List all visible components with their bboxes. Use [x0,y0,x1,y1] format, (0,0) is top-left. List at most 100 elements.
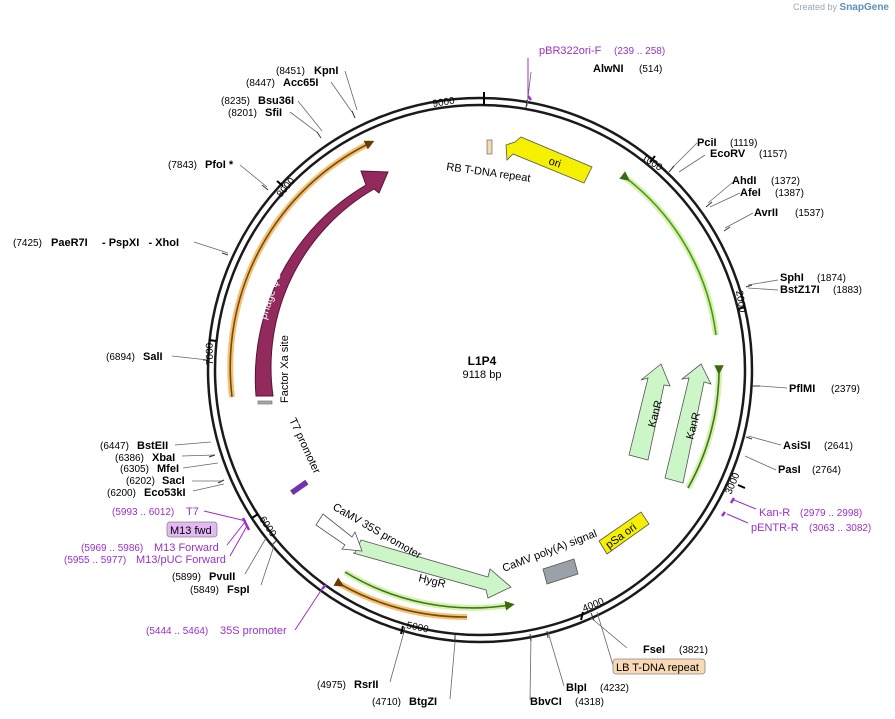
site-alwni-name: AlwNI [593,63,624,75]
primer-m13puc-range: (5955 .. 5977) [64,555,126,566]
site-bsu36i-name: Bsu36I [258,95,294,107]
site-paer7i-name: PaeR7I [51,237,88,249]
site-asisi-pos: (2641) [824,441,853,452]
t7-promoter-box [290,479,309,496]
orf-arc-kanr2-line [687,365,724,489]
site-paer7i-pos: (7425) [13,238,42,249]
rb-repeat-label: RB T-DNA repeat [446,161,532,185]
site-avrii-name: AvrII [754,207,778,219]
site-sphi-name: SphI [780,272,804,284]
site-pcii-pos: (1119) [730,138,757,149]
site-eco53ki-pos: (6200) [107,488,136,499]
site-leader-lines [171,70,788,701]
site-bsteii-name: BstEII [137,440,168,452]
site-pvuii-name: PvuII [209,571,235,583]
site-ecorv-name: EcoRV [710,148,746,160]
m13-fwd-label: M13 fwd [170,525,212,537]
primer-pbr322ori-f-range: (239 .. 258) [614,46,665,57]
primer-m13fwd-range: (5969 .. 5986) [81,543,143,554]
primer-labels: pBR322ori-F (239 .. 258) Kan-R (2979 .. … [64,45,871,637]
site-alwni-pos: (514) [639,64,662,75]
site-btgzi-name: BtgZI [409,696,437,708]
rb-repeat-box [486,139,493,155]
site-ticks [203,99,760,642]
camv-35s-promoter-arrow [315,513,363,552]
site-sphi-pos: (1874) [817,273,846,284]
site-asisi-name: AsiSI [783,440,811,452]
ruler-label-6000: 6000 [257,515,279,540]
site-xbai-pos: (6386) [115,453,144,464]
site-mfei-name: MfeI [157,463,179,475]
site-sfii-name: SfiI [265,107,282,119]
site-blpi-name: BlpI [566,682,587,694]
site-saci-pos: (6202) [126,476,155,487]
site-pfoi-name: PfoI * [205,159,234,171]
sites-left: (4710) BtgZI (4975) RsrII (5849) FspI (5… [13,65,437,708]
backbone-outer [206,96,754,644]
site-bbvci-pos: (4318) [575,697,604,708]
ruler-label-2000: 2000 [733,290,748,314]
site-ahdi-name: AhdI [732,175,756,187]
primer-35s-name: 35S promoter [220,625,287,637]
site-fspi-pos: (5849) [190,585,219,596]
plasmid-name: L1P4 [468,354,497,368]
site-bsteii-pos: (6447) [100,441,129,452]
orf-arc-orange-left [227,140,372,398]
orf-arc-orange-low-line [333,577,468,618]
site-rsrii-pos: (4975) [317,680,346,691]
integrase-feature-arrow [254,170,389,397]
sites-right: AlwNI (514) PciI (1119) EcoRV (1157) Ahd… [530,63,862,708]
brand-name: SnapGene [839,2,889,13]
site-blpi-pos: (4232) [600,683,629,694]
ruler-label-1000: 1000 [639,152,664,174]
site-xbai-name: XbaI [152,452,175,464]
site-bstz17i-name: BstZ17I [780,284,820,296]
orf-arc-kanr-line [619,171,717,336]
site-pvuii-pos: (5899) [172,572,201,583]
kanr-arrow-2 [664,363,712,484]
site-pspxi-xhoi-name: - PspXI - XhoI [102,237,179,249]
primer-m13fwd-name: M13 Forward [154,542,219,554]
ruler-label-7000: 7000 [205,342,216,365]
site-acc65i-name: Acc65I [283,77,318,89]
site-btgzi-pos: (4710) [372,697,401,708]
ruler-label-5000: 5000 [405,620,429,635]
site-fsei-pos: (3821) [679,645,708,656]
site-ahdi-pos: (1372) [771,176,800,187]
ruler-ticks [208,92,746,635]
backbone-inner [213,103,747,637]
site-mfei-pos: (6305) [120,464,149,475]
hygr-arrow [352,539,512,599]
site-pflmi-pos: (2379) [831,384,860,395]
site-acc65i-pos: (8447) [246,78,275,89]
site-pasi-name: PasI [778,464,801,476]
site-sali-name: SalI [143,351,163,363]
site-bbvci-name: BbvCI [530,696,562,708]
site-rsrii-name: RsrII [354,679,378,691]
site-afei-name: AfeI [740,187,761,199]
site-sfii-pos: (8201) [228,108,257,119]
site-kpni-name: KpnI [314,65,338,77]
brand-prefix: Created by [792,2,838,12]
t7-promoter-label: T7 promoter [286,416,322,476]
primer-pbr322ori-f-name: pBR322ori-F [539,45,602,57]
orf-arc-kanr [624,175,719,336]
m13-fwd-box [166,521,218,538]
site-eco53ki-name: Eco53kI [144,487,186,499]
primer-kan-r-range: (2979 .. 2998) [800,508,862,519]
ruler-label-9000: 9000 [432,96,456,110]
site-fspi-name: FspI [227,584,250,596]
snapgene-brand: Created by SnapGene [793,2,889,13]
site-fsei-name: FseI [643,644,665,656]
primer-kan-r-name: Kan-R [759,507,790,519]
site-saci-name: SacI [162,475,185,487]
ori-feature-arrow [505,136,593,184]
primer-pentr-r-range: (3063 .. 3082) [809,523,871,534]
ruler-label-3000: 3000 [724,471,743,496]
primer-35s-range: (5444 .. 5464) [146,626,208,637]
primer-pentr-r-name: pENTR-R [751,522,799,534]
camv-polya-box [542,558,579,585]
site-sali-pos: (6894) [106,352,135,363]
site-pflmi-name: PflMI [789,383,815,395]
